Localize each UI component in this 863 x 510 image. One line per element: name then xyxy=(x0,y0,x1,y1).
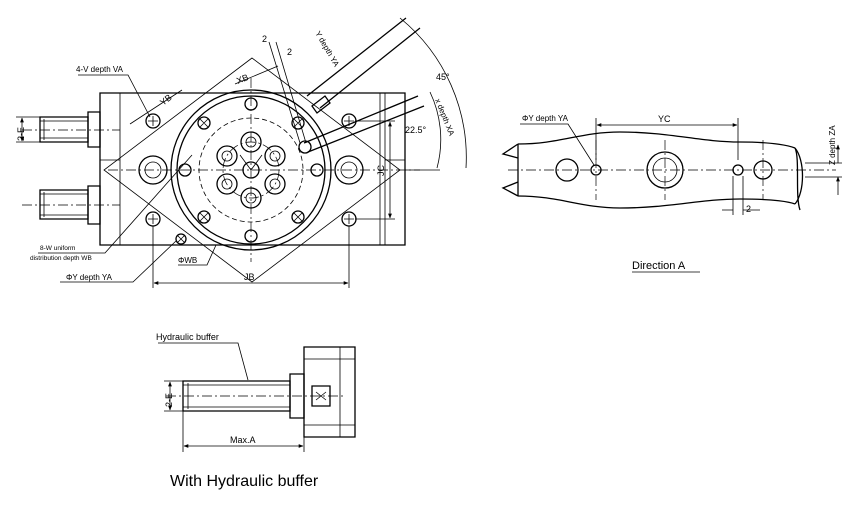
label-4v-depth: 4-V depth VA xyxy=(76,65,124,74)
buffer-caption: With Hydraulic buffer xyxy=(170,473,319,490)
label-phi-y-direction: ΦY depth YA xyxy=(522,114,569,123)
label-8w-line2: distribution depth WB xyxy=(30,255,92,262)
label-2e-buffer: 2-E xyxy=(164,393,174,407)
label-2-b: 2 xyxy=(287,47,292,57)
label-xb: XB xyxy=(235,72,250,86)
label-phi-wb: ΦWB xyxy=(178,256,197,265)
label-y-depth: Y depth YA xyxy=(313,30,341,69)
label-x-depth: x depth XA xyxy=(433,97,456,137)
corner-hole xyxy=(145,113,161,129)
main-body xyxy=(99,92,406,246)
label-phi-y-front: ΦY depth YA xyxy=(66,273,113,282)
left-fittings xyxy=(22,111,120,225)
label-8w-line1: 8-W uniform xyxy=(40,245,75,252)
direction-a-view: ΦY depth YA YC Z depth ZA 2 Direction A xyxy=(501,114,842,273)
label-jb: JB xyxy=(244,272,255,282)
label-yc: YC xyxy=(658,114,671,124)
label-2-a: 2 xyxy=(262,34,267,44)
label-hydraulic-buffer: Hydraulic buffer xyxy=(156,332,219,342)
label-jc: JC xyxy=(376,165,386,177)
angle-45: 45° xyxy=(436,72,450,82)
label-2-direction: 2 xyxy=(746,204,751,214)
outer-hole-ring xyxy=(178,97,324,243)
hydraulic-buffer-view: Hydraulic buffer 2-E Max.A With Hydrauli… xyxy=(156,332,356,490)
label-max-a: Max.A xyxy=(230,435,256,445)
direction-a-caption: Direction A xyxy=(632,260,686,272)
front-view: 2-E 4-V depth VA YB XB 2 2 Y depth YA x … xyxy=(16,17,467,288)
label-z-depth: Z depth ZA xyxy=(828,125,837,165)
angle-22-5: 22.5° xyxy=(405,125,427,135)
label-2e-front: 2-E xyxy=(16,127,26,141)
label-yb: YB xyxy=(158,92,174,107)
